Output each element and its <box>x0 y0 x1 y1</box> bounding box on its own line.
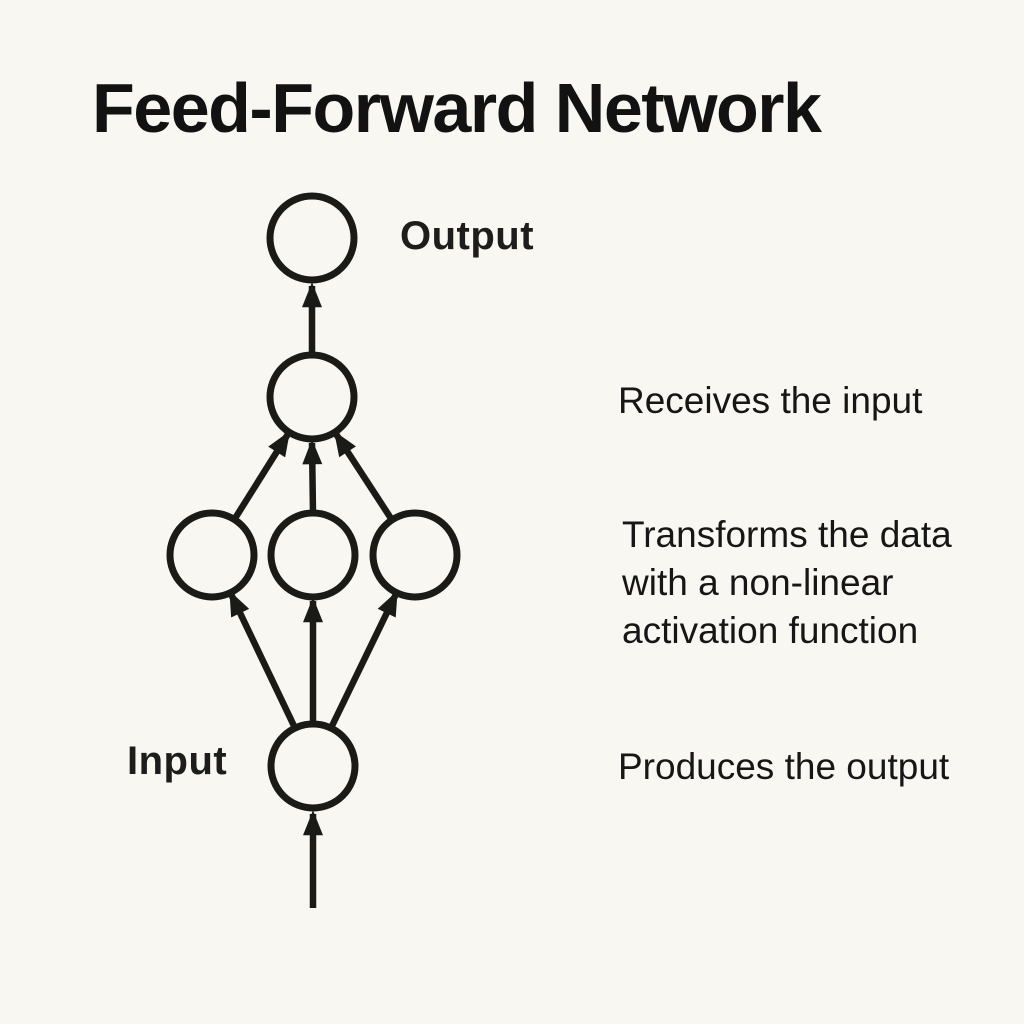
annotation-receives-input: Receives the input <box>618 380 923 421</box>
hidden-left-node <box>166 509 258 601</box>
hidden-right-node <box>369 509 461 601</box>
annotation-line: activation function <box>622 610 919 651</box>
arrow-hidden-right-to-upper <box>333 430 395 522</box>
annotation-line: Transforms the data <box>622 514 952 555</box>
output-node <box>266 192 358 284</box>
hidden-upper-node <box>266 351 358 443</box>
input-node <box>267 720 359 812</box>
arrow-input-to-hidden-right <box>328 590 399 730</box>
annotation-produces-output: Produces the output <box>618 746 950 787</box>
input-label: Input <box>127 739 228 783</box>
output-label: Output <box>400 214 535 258</box>
page-title: Feed-Forward Network <box>92 69 822 147</box>
arrow-input-to-hidden-left <box>228 590 298 730</box>
arrow-hidden-left-to-upper <box>231 430 291 522</box>
hidden-center-node <box>267 509 359 601</box>
annotation-transforms-data: Transforms the data with a non-linear ac… <box>622 511 952 655</box>
annotation-line: with a non-linear <box>622 562 894 603</box>
arrow-hidden-center-to-upper <box>302 439 323 514</box>
